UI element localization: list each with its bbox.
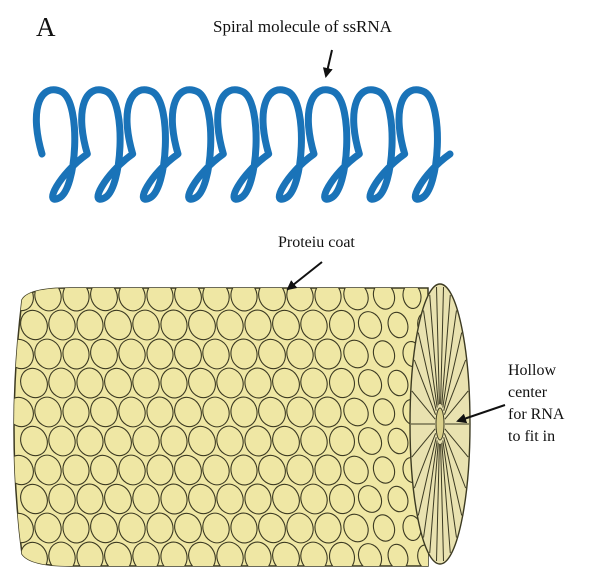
capsomere [229,569,259,579]
capsomere [61,569,91,579]
capsomere [115,568,149,579]
capsomere [283,568,317,579]
capsomere [199,568,233,579]
capsomere [254,567,290,579]
rna-helix-path [36,90,450,199]
capsomere [2,567,38,579]
capsomere [428,572,451,579]
hollow-center [436,408,444,440]
capsomere [31,568,65,579]
capsomere [339,568,372,579]
spiral-arrow [326,50,332,76]
coat-arrow [288,262,322,289]
capsomere [145,569,175,579]
capsomere [170,567,206,579]
capsomere [313,569,343,579]
capsomere [86,567,122,579]
capsomere [401,572,423,579]
rna-helix-icon [36,90,450,199]
hollow-end-cap [410,284,470,564]
protein-coat-icon [2,277,470,579]
capsomere [370,570,398,579]
